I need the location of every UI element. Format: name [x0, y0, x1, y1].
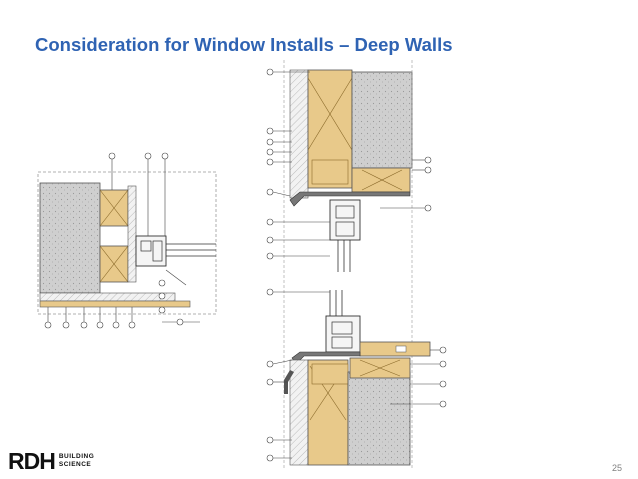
jamb-detail: [37, 152, 217, 329]
head-detail: [266, 60, 432, 470]
logo-mark: RDH: [8, 447, 56, 474]
slide-title: Consideration for Window Installs – Deep…: [35, 34, 453, 55]
sill-detail: [266, 288, 447, 466]
page-number: 25: [611, 463, 622, 473]
